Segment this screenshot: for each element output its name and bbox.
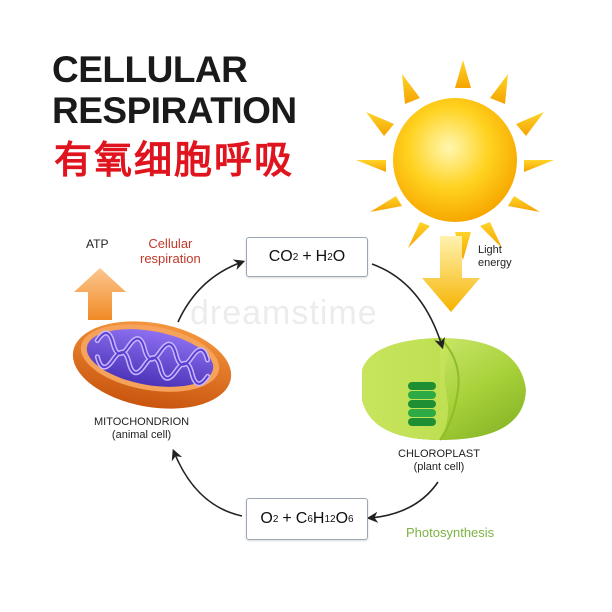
title-line-1: CELLULAR <box>52 49 248 90</box>
light-energy-label: Light energy <box>478 244 512 269</box>
arrow-to-o2 <box>366 481 439 523</box>
arrow-to-chloroplast <box>371 263 446 350</box>
atp-label: ATP <box>86 237 109 251</box>
thylakoid-stack <box>408 382 436 426</box>
chloroplast-label: CHLOROPLAST (plant cell) <box>398 448 480 473</box>
photosynthesis-label: Photosynthesis <box>406 525 495 540</box>
chloroplast-icon <box>362 337 526 441</box>
arrow-to-mitochondrion <box>171 448 243 517</box>
cycle-arrows <box>171 259 446 523</box>
watermark: dreamstime <box>190 294 378 332</box>
chinese-title: 有氧细胞呼吸 <box>54 138 295 182</box>
light-energy-arrow <box>422 236 480 312</box>
sun-icon <box>356 60 554 260</box>
arrow-to-co2 <box>177 259 246 323</box>
cellular-respiration-label: Cellular respiration <box>140 236 201 266</box>
title-line-2: RESPIRATION <box>52 90 297 131</box>
mitochondrion-icon <box>72 321 232 409</box>
atp-arrow <box>74 268 126 320</box>
mitochondrion-label: MITOCHONDRION (animal cell) <box>94 416 190 441</box>
